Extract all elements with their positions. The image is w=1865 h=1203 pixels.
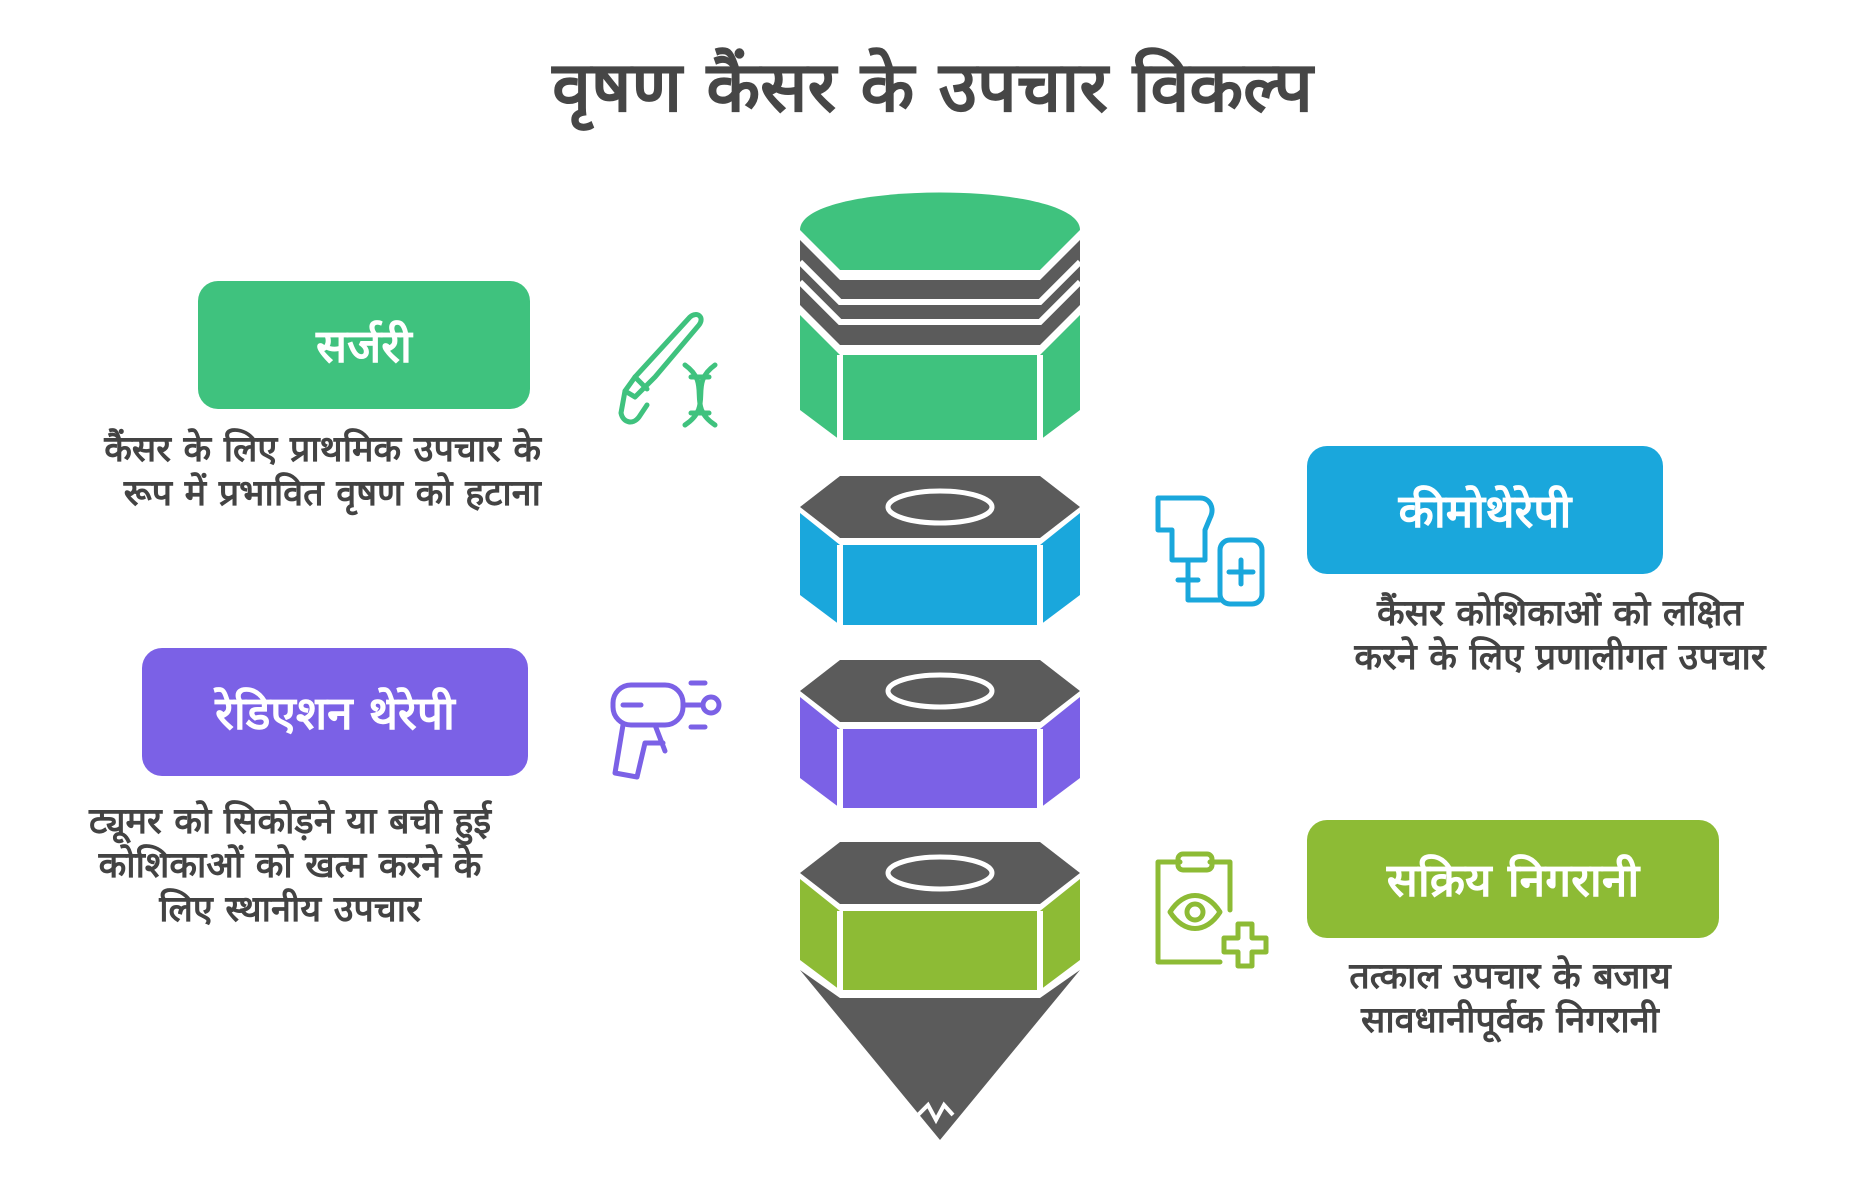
radiation-therapy-label: रेडिएशन थेरेपी [142, 648, 528, 776]
radiation-desc-line-1: ट्यूमर को सिकोड़ने या बची हुई [88, 801, 492, 842]
surgery-description: कैंसर के लिए प्राथमिक उपचार के रूप में प… [104, 428, 541, 516]
scalpel-dna-icon [618, 312, 718, 428]
segment-radiation [800, 660, 1080, 808]
radiation-therapy-description: ट्यूमर को सिकोड़ने या बची हुई कोशिकाओं क… [30, 800, 550, 932]
surgery-desc-line-1: कैंसर के लिए प्राथमिक उपचार के [104, 429, 541, 470]
chemotherapy-desc-line-1: कैंसर कोशिकाओं को लक्षित [1377, 593, 1743, 634]
radiation-desc-line-2: कोशिकाओं को खत्म करने के [98, 845, 482, 886]
active-surveillance-label: सक्रिय निगरानी [1307, 820, 1719, 938]
chemotherapy-label: कीमोथेरेपी [1307, 446, 1663, 574]
surveillance-desc-line-2: सावधानीपूर्वक निगरानी [1360, 1000, 1659, 1041]
stacked-segments-diagram [797, 192, 1083, 1140]
clipboard-eye-icon [1155, 851, 1269, 969]
segment-chemotherapy [800, 476, 1080, 625]
surgery-desc-line-2: रूप में प्रभावित वृषण को हटाना [123, 473, 541, 514]
radiation-gun-icon [610, 680, 722, 780]
segment-surgery [797, 192, 1083, 440]
chemotherapy-desc-line-2: करने के लिए प्रणालीगत उपचार [1354, 637, 1766, 678]
chemotherapy-description: कैंसर कोशिकाओं को लक्षित करने के लिए प्र… [1300, 592, 1820, 680]
radiation-desc-line-3: लिए स्थानीय उपचार [159, 889, 421, 930]
surveillance-desc-line-1: तत्काल उपचार के बजाय [1349, 956, 1671, 997]
page-title: वृषण कैंसर के उपचार विकल्प [552, 46, 1313, 128]
surgery-label: सर्जरी [198, 281, 530, 409]
segment-active-surveillance [800, 842, 1080, 1140]
active-surveillance-description: तत्काल उपचार के बजाय सावधानीपूर्वक निगरा… [1300, 955, 1720, 1043]
iv-drip-icon [1155, 495, 1265, 607]
